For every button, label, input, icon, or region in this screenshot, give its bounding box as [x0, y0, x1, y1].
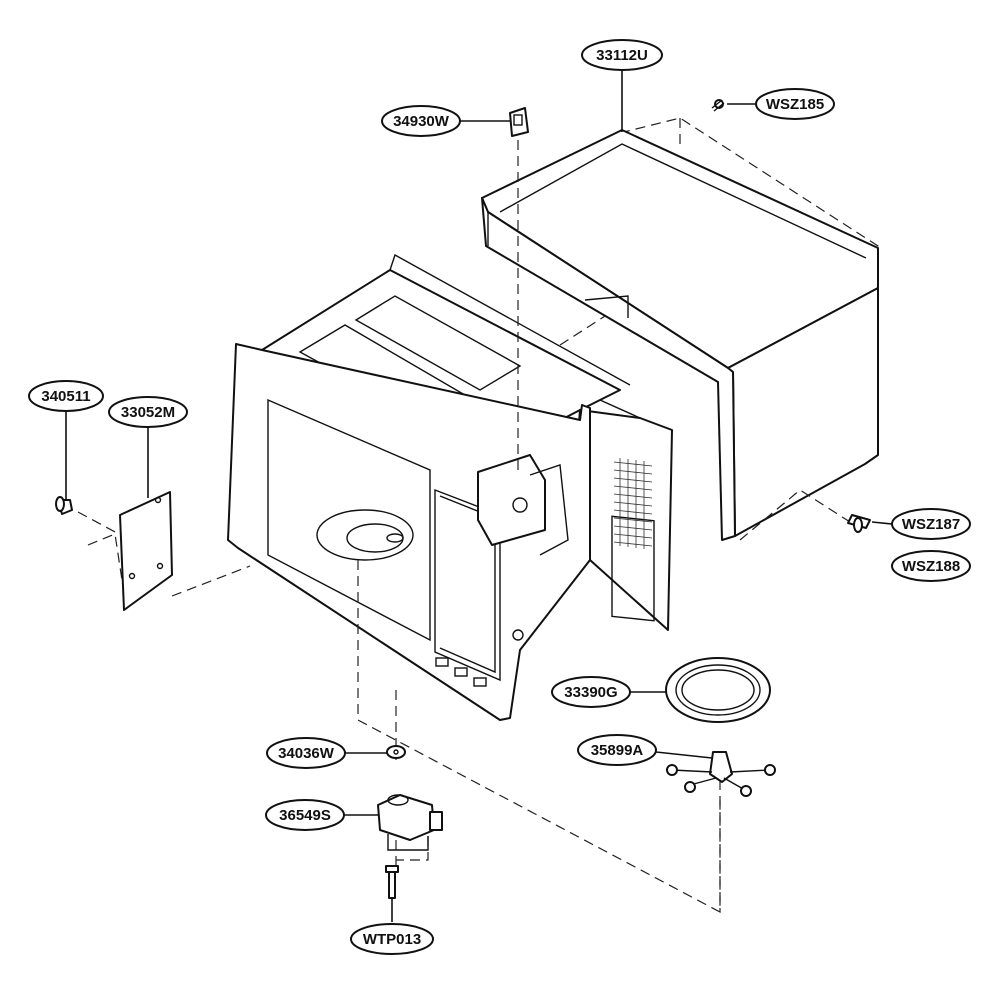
side-screw[interactable] — [847, 514, 871, 533]
callout-wsz187: WSZ187 — [891, 508, 971, 540]
callout-340511: 340511 — [28, 380, 104, 412]
label-33390g: 33390G — [564, 684, 617, 701]
side-cover-plate[interactable] — [119, 491, 173, 611]
callout-33390g: 33390G — [551, 676, 631, 708]
label-wsz188: WSZ188 — [902, 558, 960, 575]
label-34930w: 34930W — [393, 113, 450, 130]
top-bracket[interactable] — [509, 107, 529, 137]
vent-grille — [613, 458, 653, 549]
motor-screw[interactable] — [385, 865, 399, 899]
label-33052m: 33052M — [121, 404, 175, 421]
turntable-tray[interactable] — [665, 657, 771, 723]
label-340511: 340511 — [41, 388, 90, 405]
callout-33052m: 33052M — [108, 396, 188, 428]
callout-34930w: 34930W — [381, 105, 461, 137]
callout-34036w: 34036W — [266, 737, 346, 769]
label-36549s: 36549S — [279, 807, 331, 824]
label-wsz185: WSZ185 — [766, 96, 824, 113]
leader-lines — [65, 70, 893, 922]
callout-wsz188: WSZ188 — [891, 550, 971, 582]
callout-35899a: 35899A — [577, 734, 657, 766]
coupler[interactable] — [386, 745, 406, 759]
callout-36549s: 36549S — [265, 799, 345, 831]
label-33112u: 33112U — [596, 47, 648, 64]
callout-wsz185: WSZ185 — [755, 88, 835, 120]
turntable-motor[interactable] — [377, 794, 443, 851]
fastener[interactable] — [55, 496, 73, 515]
label-wtp013: WTP013 — [363, 931, 421, 948]
callout-wtp013: WTP013 — [350, 923, 434, 955]
roller-ring[interactable] — [666, 751, 776, 797]
callout-33112u: 33112U — [581, 39, 663, 71]
label-35899a: 35899A — [591, 742, 644, 759]
label-wsz187: WSZ187 — [902, 516, 960, 533]
outer-cabinet[interactable] — [481, 117, 879, 541]
top-screw[interactable] — [711, 99, 725, 112]
inner-chassis[interactable] — [227, 253, 673, 721]
label-34036w: 34036W — [278, 745, 335, 762]
